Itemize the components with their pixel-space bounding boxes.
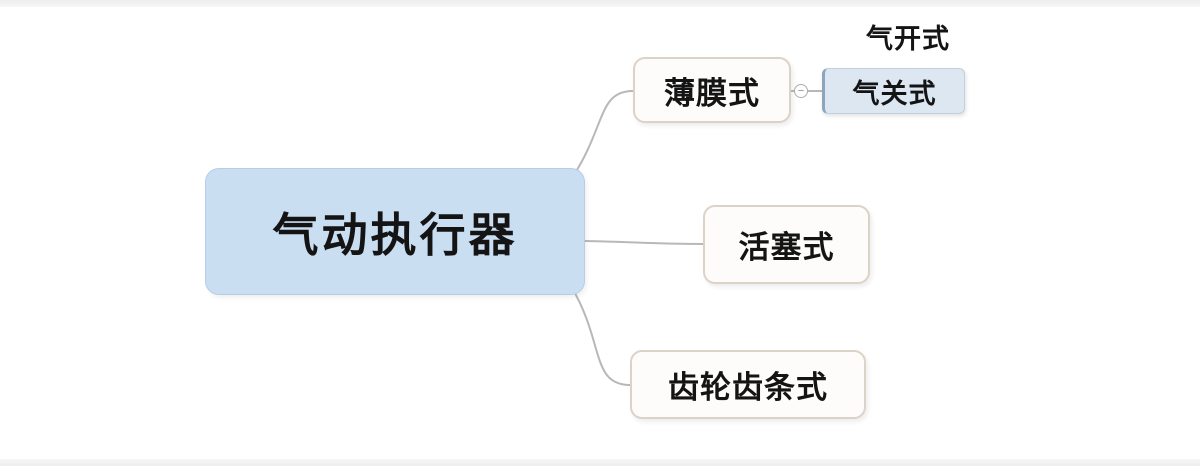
child-node-air-close-label: 气关式	[852, 78, 937, 109]
branch-node-piston[interactable]: 活塞式	[703, 205, 870, 284]
child-node-air-close[interactable]: 气关式	[822, 68, 965, 114]
minus-icon: −	[797, 84, 805, 97]
root-node-label: 气动执行器	[272, 208, 518, 261]
root-node-pneumatic-actuator[interactable]: 气动执行器	[205, 168, 585, 295]
branch-node-rack-pinion-label: 齿轮齿条式	[668, 370, 828, 405]
connector-root-piston	[584, 240, 704, 245]
branch-node-diaphragm[interactable]: 薄膜式	[633, 57, 791, 123]
connector-root-rack	[571, 287, 631, 386]
child-node-air-open[interactable]: 气开式	[848, 20, 968, 54]
child-node-air-open-label: 气开式	[866, 23, 950, 54]
collapse-toggle-icon[interactable]: −	[794, 84, 808, 98]
connector-root-diaphragm	[571, 90, 634, 179]
branch-node-rack-pinion[interactable]: 齿轮齿条式	[630, 350, 866, 419]
branch-node-diaphragm-label: 薄膜式	[664, 75, 760, 111]
top-edge-strip	[0, 0, 1200, 7]
branch-node-piston-label: 活塞式	[738, 230, 835, 265]
bottom-edge-strip	[0, 459, 1200, 466]
